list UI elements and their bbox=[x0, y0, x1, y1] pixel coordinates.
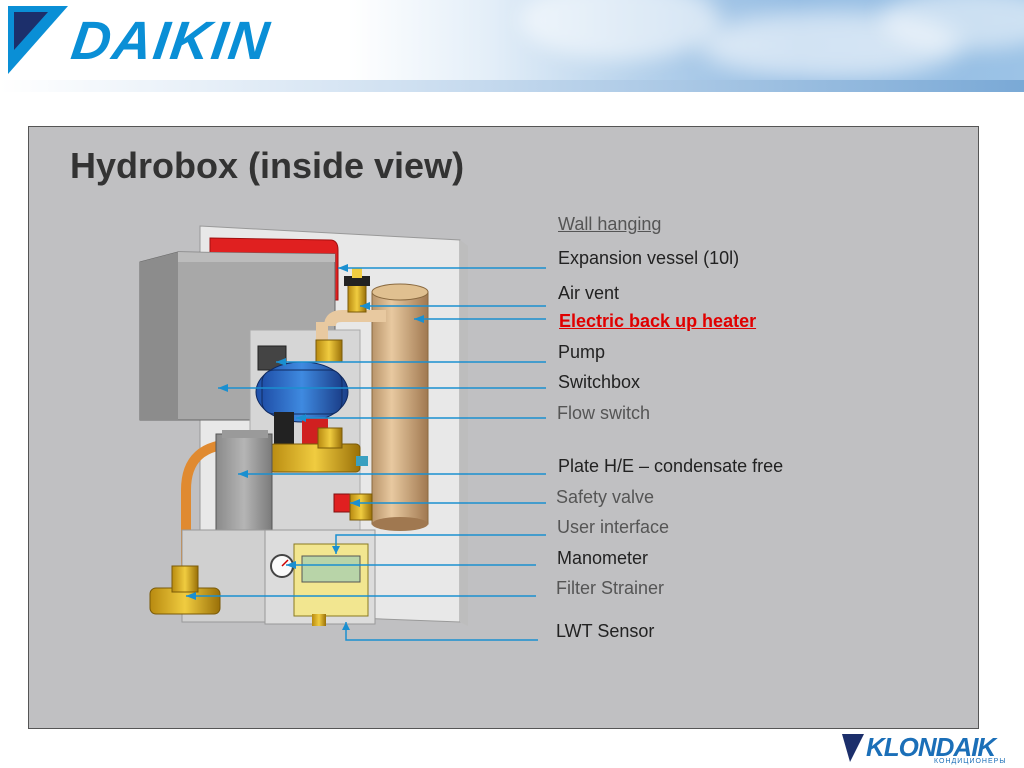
manometer-needle bbox=[281, 559, 289, 567]
klondaik-logo-mark bbox=[842, 734, 864, 762]
label-switchbox: Switchbox bbox=[558, 372, 641, 392]
label-pump: Pump bbox=[558, 342, 606, 362]
air-vent-cap bbox=[344, 276, 370, 286]
klondaik-logo: KLONDAIK КОНДИЦИОНЕРЫ bbox=[842, 732, 1022, 766]
air-vent bbox=[347, 283, 367, 313]
tank-bottom bbox=[372, 517, 428, 531]
label-air-vent: Air vent bbox=[558, 283, 620, 303]
back-wall-edge bbox=[460, 240, 468, 626]
header-stripe bbox=[0, 80, 1024, 92]
label-wall-hanging: Wall hanging bbox=[558, 214, 662, 234]
klondaik-logo-subtext: КОНДИЦИОНЕРЫ bbox=[934, 758, 1007, 765]
filter-elbow bbox=[171, 565, 199, 593]
label-safety-valve: Safety valve bbox=[556, 487, 655, 507]
label-lwt-sensor: LWT Sensor bbox=[556, 621, 655, 641]
tank-pipe bbox=[324, 310, 386, 327]
klondaik-logo-text: KLONDAIK bbox=[866, 732, 996, 762]
safety-valve-cap bbox=[333, 493, 351, 513]
plate-top bbox=[222, 430, 268, 438]
header-banner: DAIKIN bbox=[0, 0, 1024, 92]
content-panel bbox=[28, 126, 979, 729]
switchbox-top bbox=[178, 252, 335, 262]
brass-fitting bbox=[315, 339, 343, 363]
label-flow-switch: Flow switch bbox=[557, 403, 651, 423]
label-user-interface: User interface bbox=[557, 517, 670, 537]
callout-lines bbox=[186, 267, 546, 641]
backup-heater-tank bbox=[371, 291, 429, 525]
label-plate-he: Plate H/E – condensate free bbox=[558, 456, 784, 476]
callout-arrowheads bbox=[186, 264, 424, 630]
lwt-sensor-fitting bbox=[312, 614, 326, 626]
flow-switch bbox=[274, 412, 294, 444]
daikin-logo-mark bbox=[8, 6, 68, 74]
safety-valve bbox=[349, 493, 373, 521]
label-manometer: Manometer bbox=[557, 548, 649, 568]
label-filter-strainer: Filter Strainer bbox=[556, 578, 665, 598]
switchbox-side bbox=[140, 252, 178, 420]
pump-body bbox=[261, 369, 343, 415]
tank-top bbox=[371, 283, 429, 301]
callout-lwt bbox=[345, 622, 538, 641]
sensor-tip bbox=[356, 456, 368, 466]
air-vent-top bbox=[352, 268, 362, 278]
lower-brass-fitting bbox=[269, 443, 361, 473]
brass-elbow bbox=[317, 427, 343, 449]
user-interface-display bbox=[301, 555, 361, 583]
label-expansion-vessel: Expansion vessel (10l) bbox=[558, 248, 740, 268]
page-title: Hydrobox (inside view) bbox=[70, 145, 465, 186]
label-electric-backup-heater: Electric back up heater bbox=[559, 311, 757, 331]
